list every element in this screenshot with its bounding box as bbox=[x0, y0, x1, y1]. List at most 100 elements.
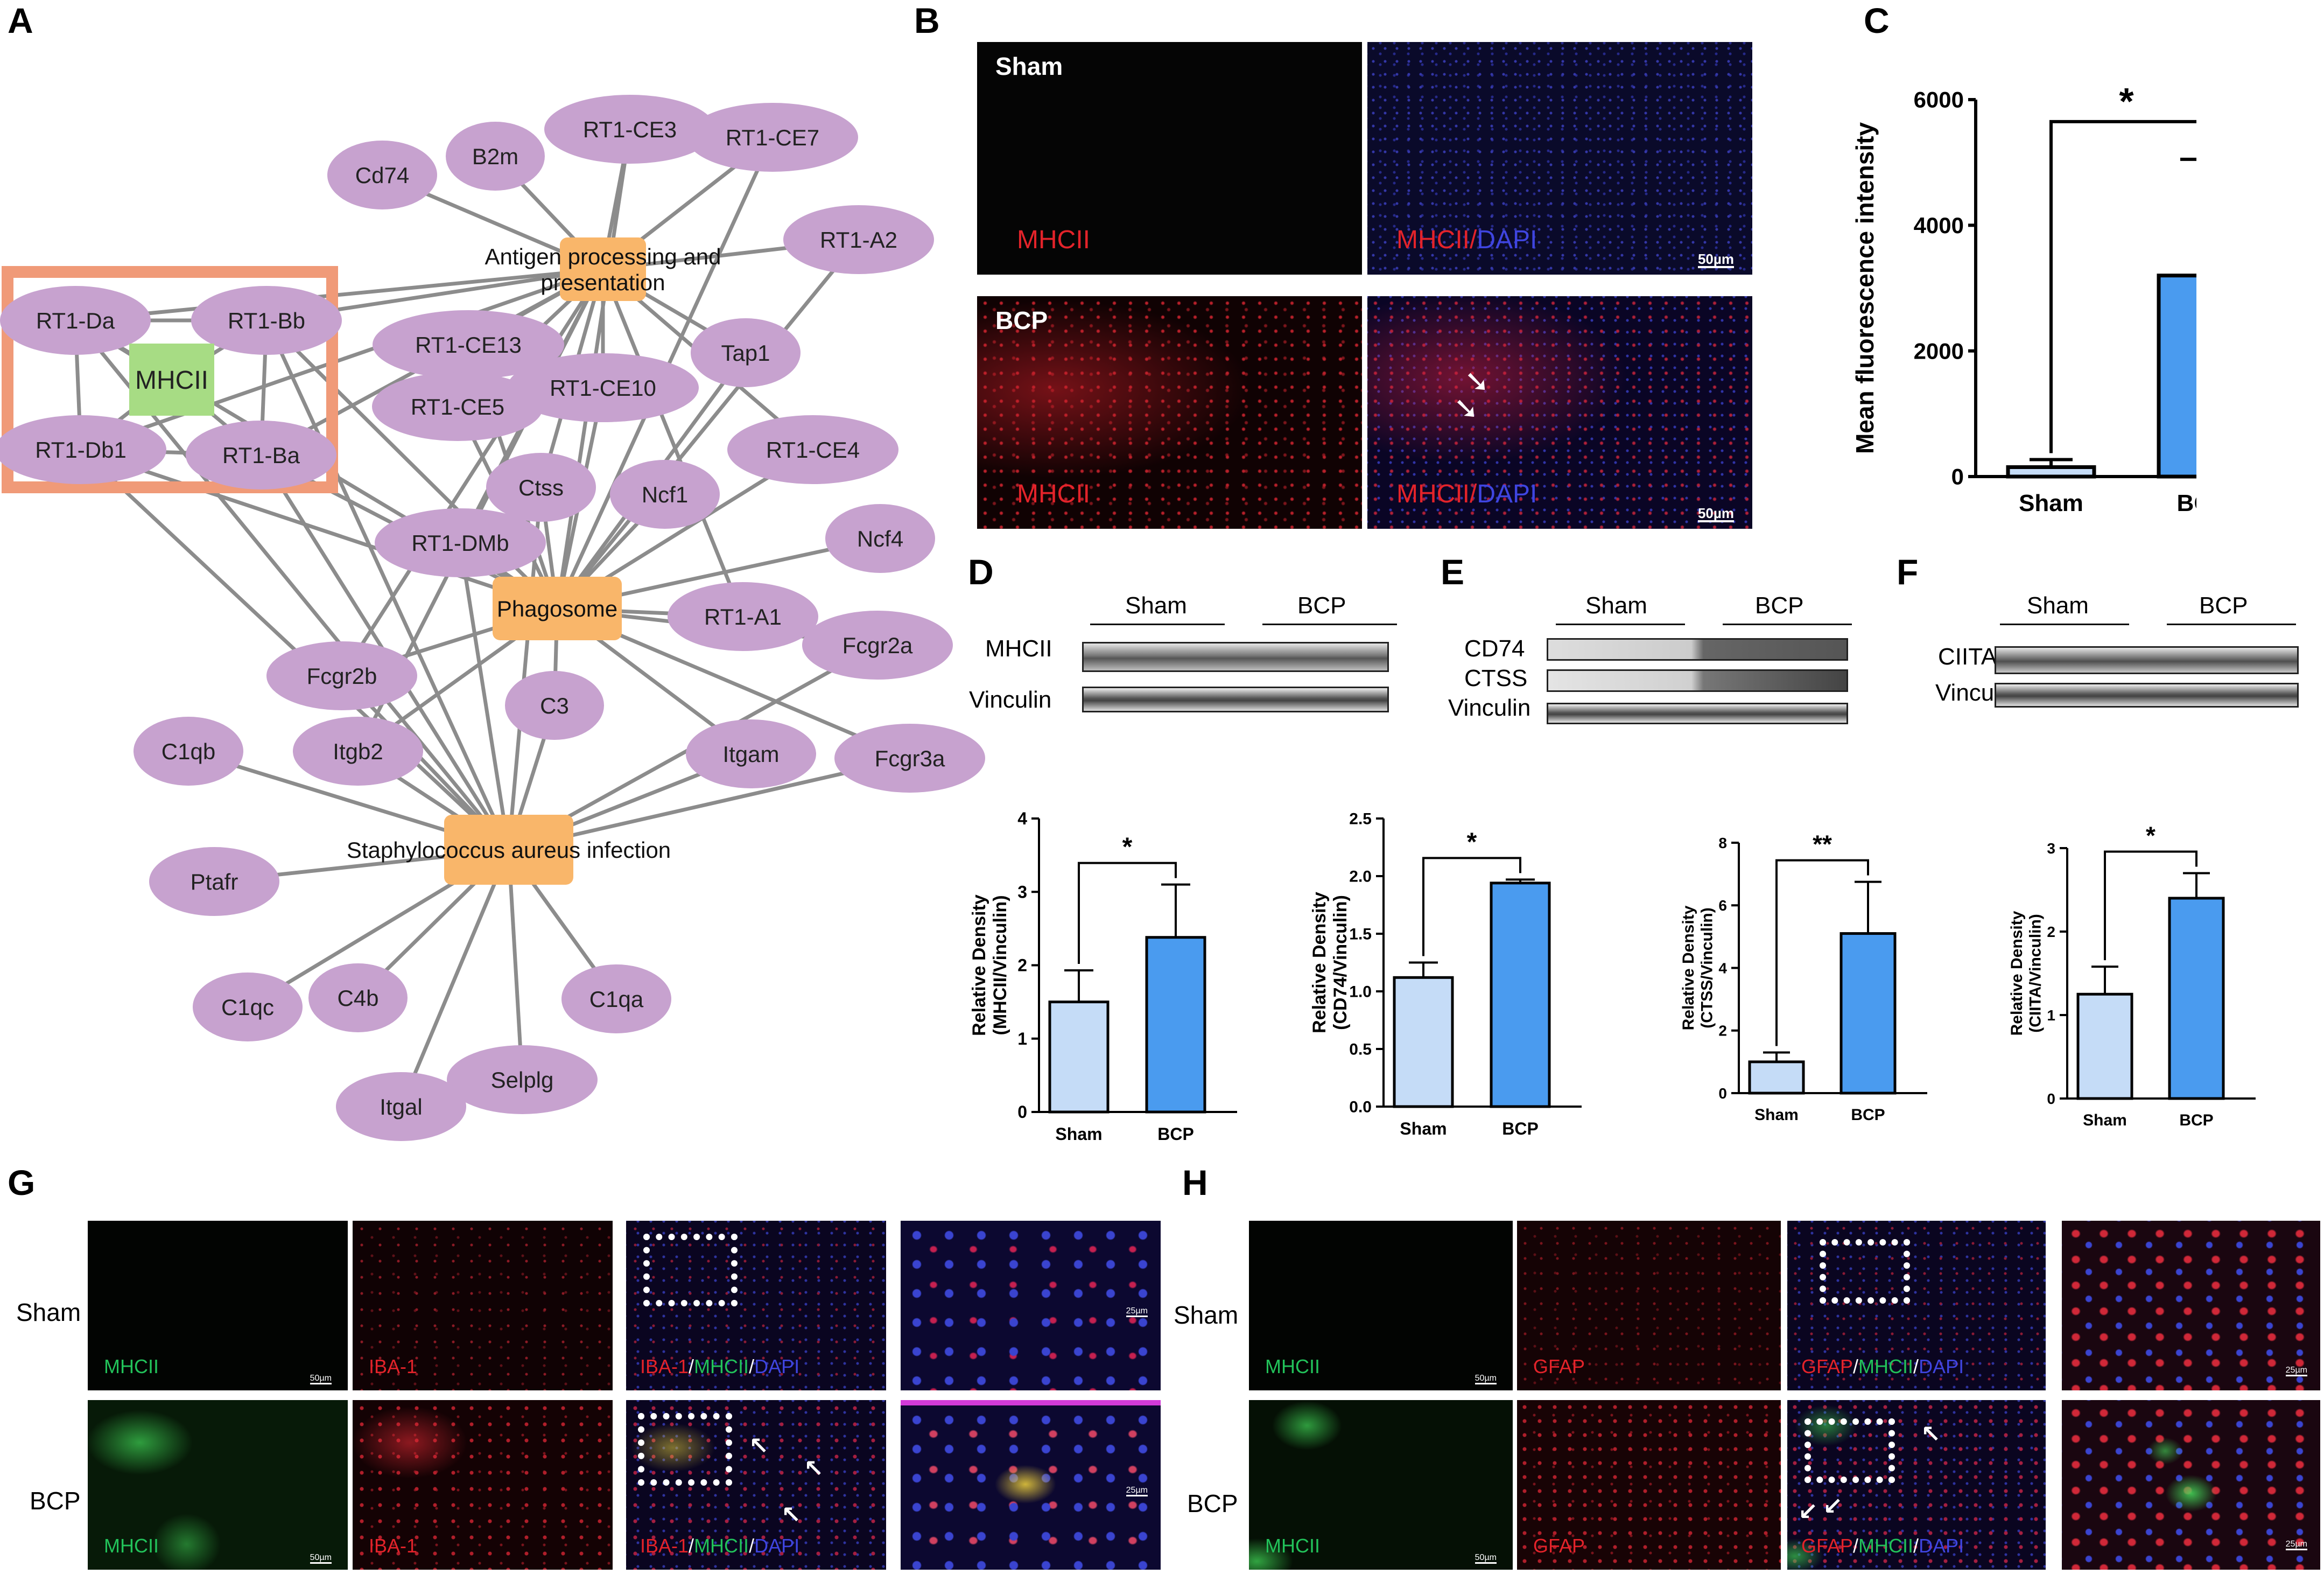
label-mhcii: MHCII bbox=[1265, 1535, 1320, 1557]
gene-label: Itgb2 bbox=[333, 739, 383, 764]
gene-node-c1qb: C1qb bbox=[134, 717, 243, 786]
micrograph-h-bcp-zoom: 25µm bbox=[2062, 1400, 2320, 1570]
label-bcp: BCP bbox=[995, 306, 1048, 334]
gene-node-c1qc: C1qc bbox=[193, 973, 303, 1041]
significance-bracket bbox=[2104, 850, 2197, 961]
y-axis-label: Relative Density bbox=[1309, 892, 1330, 1033]
gene-label: B2m bbox=[472, 144, 518, 169]
bar-sham bbox=[2006, 465, 2096, 479]
y-axis-label: (CTSS/Vinculin) bbox=[1698, 907, 1716, 1028]
gene-label: RT1-CE5 bbox=[411, 394, 504, 419]
label-mhcii-dapi: MHCII/DAPI bbox=[1396, 226, 1537, 254]
y-tick-label: 4000 bbox=[1914, 213, 1964, 238]
scale-bar: 25µm bbox=[2285, 1366, 2307, 1376]
gene-node-ptafr: Ptafr bbox=[149, 847, 279, 916]
micrograph-bcp-mhcii: BCP MHCII bbox=[977, 296, 1362, 529]
y-axis-label: (CD74/Vinculin) bbox=[1330, 895, 1351, 1030]
bar-sham bbox=[1393, 976, 1454, 1108]
scale-bar: 50µm bbox=[1697, 251, 1734, 268]
y-tick-label: 0 bbox=[1718, 1085, 1727, 1102]
gene-node-cd74: Cd74 bbox=[327, 141, 437, 209]
x-tick-label: BCP bbox=[1502, 1119, 1539, 1138]
gene-label: Itgam bbox=[722, 741, 779, 767]
label-merge: IBA-1/MHCII/DAPI bbox=[640, 1355, 800, 1377]
gene-label: Ctss bbox=[518, 475, 564, 500]
gene-label: C1qc bbox=[221, 995, 274, 1020]
gene-label: RT1-CE10 bbox=[550, 375, 656, 401]
y-tick-label: 2 bbox=[2047, 924, 2055, 940]
x-tick-label: Sham bbox=[1754, 1106, 1799, 1124]
gene-label: Tap1 bbox=[721, 340, 770, 366]
bar-bcp bbox=[1839, 932, 1897, 1095]
network-edge bbox=[80, 447, 558, 611]
svg-text:Staphylococcus aureus infectio: Staphylococcus aureus infection bbox=[347, 837, 671, 863]
gene-node-fcgr2a: Fcgr2a bbox=[802, 611, 953, 680]
gene-node-rt1dmb: RT1-DMb bbox=[375, 508, 546, 577]
blot-e-row-vinculin: Vinculin bbox=[1448, 695, 1531, 721]
x-tick-label: Sham bbox=[1400, 1119, 1447, 1138]
significance-star: * bbox=[1467, 828, 1477, 856]
gene-label: RT1-CE3 bbox=[583, 117, 677, 142]
label-gfap: GFAP bbox=[1533, 1535, 1585, 1557]
blot-e-row-cd74: CD74 bbox=[1464, 635, 1525, 662]
y-tick-label: 4 bbox=[1017, 809, 1027, 828]
y-tick-label: 0 bbox=[1951, 464, 1964, 489]
label-g-bcp: BCP bbox=[30, 1487, 81, 1515]
label-mhcii: MHCII bbox=[104, 1535, 159, 1557]
micrograph-g-sham-mhcii: MHCII 50µm bbox=[88, 1221, 348, 1390]
gene-label: Ncf4 bbox=[857, 526, 903, 551]
label-gfap: GFAP bbox=[1533, 1355, 1585, 1377]
gene-node-rt1a2: RT1-A2 bbox=[783, 205, 934, 274]
blot-d-bcp: BCP bbox=[1297, 592, 1346, 619]
label-mhcii: MHCII bbox=[1017, 480, 1090, 508]
gene-label: Fcgr2b bbox=[307, 663, 377, 689]
panel-label-f: F bbox=[1897, 552, 1919, 592]
gene-label: Cd74 bbox=[355, 163, 409, 188]
scale-bar: 50µm bbox=[1475, 1554, 1497, 1564]
gene-label: C3 bbox=[540, 693, 569, 718]
arrow-icon: ↖ bbox=[781, 1502, 801, 1528]
blot-e-row-ctss: CTSS bbox=[1464, 665, 1528, 691]
gene-label: RT1-Da bbox=[36, 308, 115, 333]
y-tick-label: 2.0 bbox=[1349, 868, 1372, 886]
gene-node-rt1ce3: RT1-CE3 bbox=[544, 95, 715, 164]
zoom-region-box bbox=[1820, 1239, 1910, 1304]
gene-label: Ncf1 bbox=[642, 482, 688, 507]
label-merge: IBA-1/MHCII/DAPI bbox=[640, 1535, 800, 1557]
gene-node-c4b: C4b bbox=[308, 963, 408, 1032]
gene-node-itgb2: Itgb2 bbox=[293, 717, 423, 786]
blot-f-group-line bbox=[2000, 624, 2129, 625]
micrograph-h-bcp-gfap: GFAP bbox=[1517, 1400, 1781, 1570]
gene-label: C4b bbox=[337, 985, 378, 1011]
arrow-icon: ↙ bbox=[1798, 1499, 1818, 1525]
arrow-icon: ➘ bbox=[1454, 391, 1479, 425]
significance-star: ** bbox=[1813, 830, 1832, 858]
y-tick-label: 3 bbox=[2047, 840, 2055, 857]
bar-bcp bbox=[2157, 274, 2196, 479]
micrograph-g-sham-merge: IBA-1/MHCII/DAPI bbox=[626, 1221, 886, 1390]
label-mhcii: MHCII bbox=[1017, 226, 1090, 254]
gene-label: Ptafr bbox=[191, 869, 238, 894]
label-sham: Sham bbox=[995, 52, 1063, 80]
blot-f-row-ciita: CIITA bbox=[1938, 643, 1997, 670]
y-axis-label: Mean fluorescence intensity bbox=[1851, 122, 1879, 454]
gene-label: RT1-CE4 bbox=[766, 437, 860, 463]
gene-node-rt1ba: RT1-Ba bbox=[186, 421, 336, 489]
blot-d-row-mhcii: MHCII bbox=[985, 635, 1052, 662]
blot-e-ctss-strip bbox=[1547, 669, 1848, 692]
significance-bracket bbox=[1775, 859, 1869, 1046]
gene-label: RT1-Bb bbox=[228, 308, 305, 333]
blot-e-sham: Sham bbox=[1585, 592, 1647, 619]
y-tick-label: 6000 bbox=[1914, 87, 1964, 113]
gene-node-ncf1: Ncf1 bbox=[610, 460, 720, 529]
x-tick-label: BCP bbox=[2177, 490, 2196, 516]
y-tick-label: 2 bbox=[1017, 956, 1027, 975]
gene-node-ctss: Ctss bbox=[486, 453, 596, 522]
panel-label-h: H bbox=[1182, 1163, 1208, 1202]
y-axis-label: (MHCII/Vinculin) bbox=[990, 895, 1010, 1035]
x-tick-label: BCP bbox=[1157, 1124, 1194, 1144]
panel-label-d: D bbox=[968, 552, 994, 592]
